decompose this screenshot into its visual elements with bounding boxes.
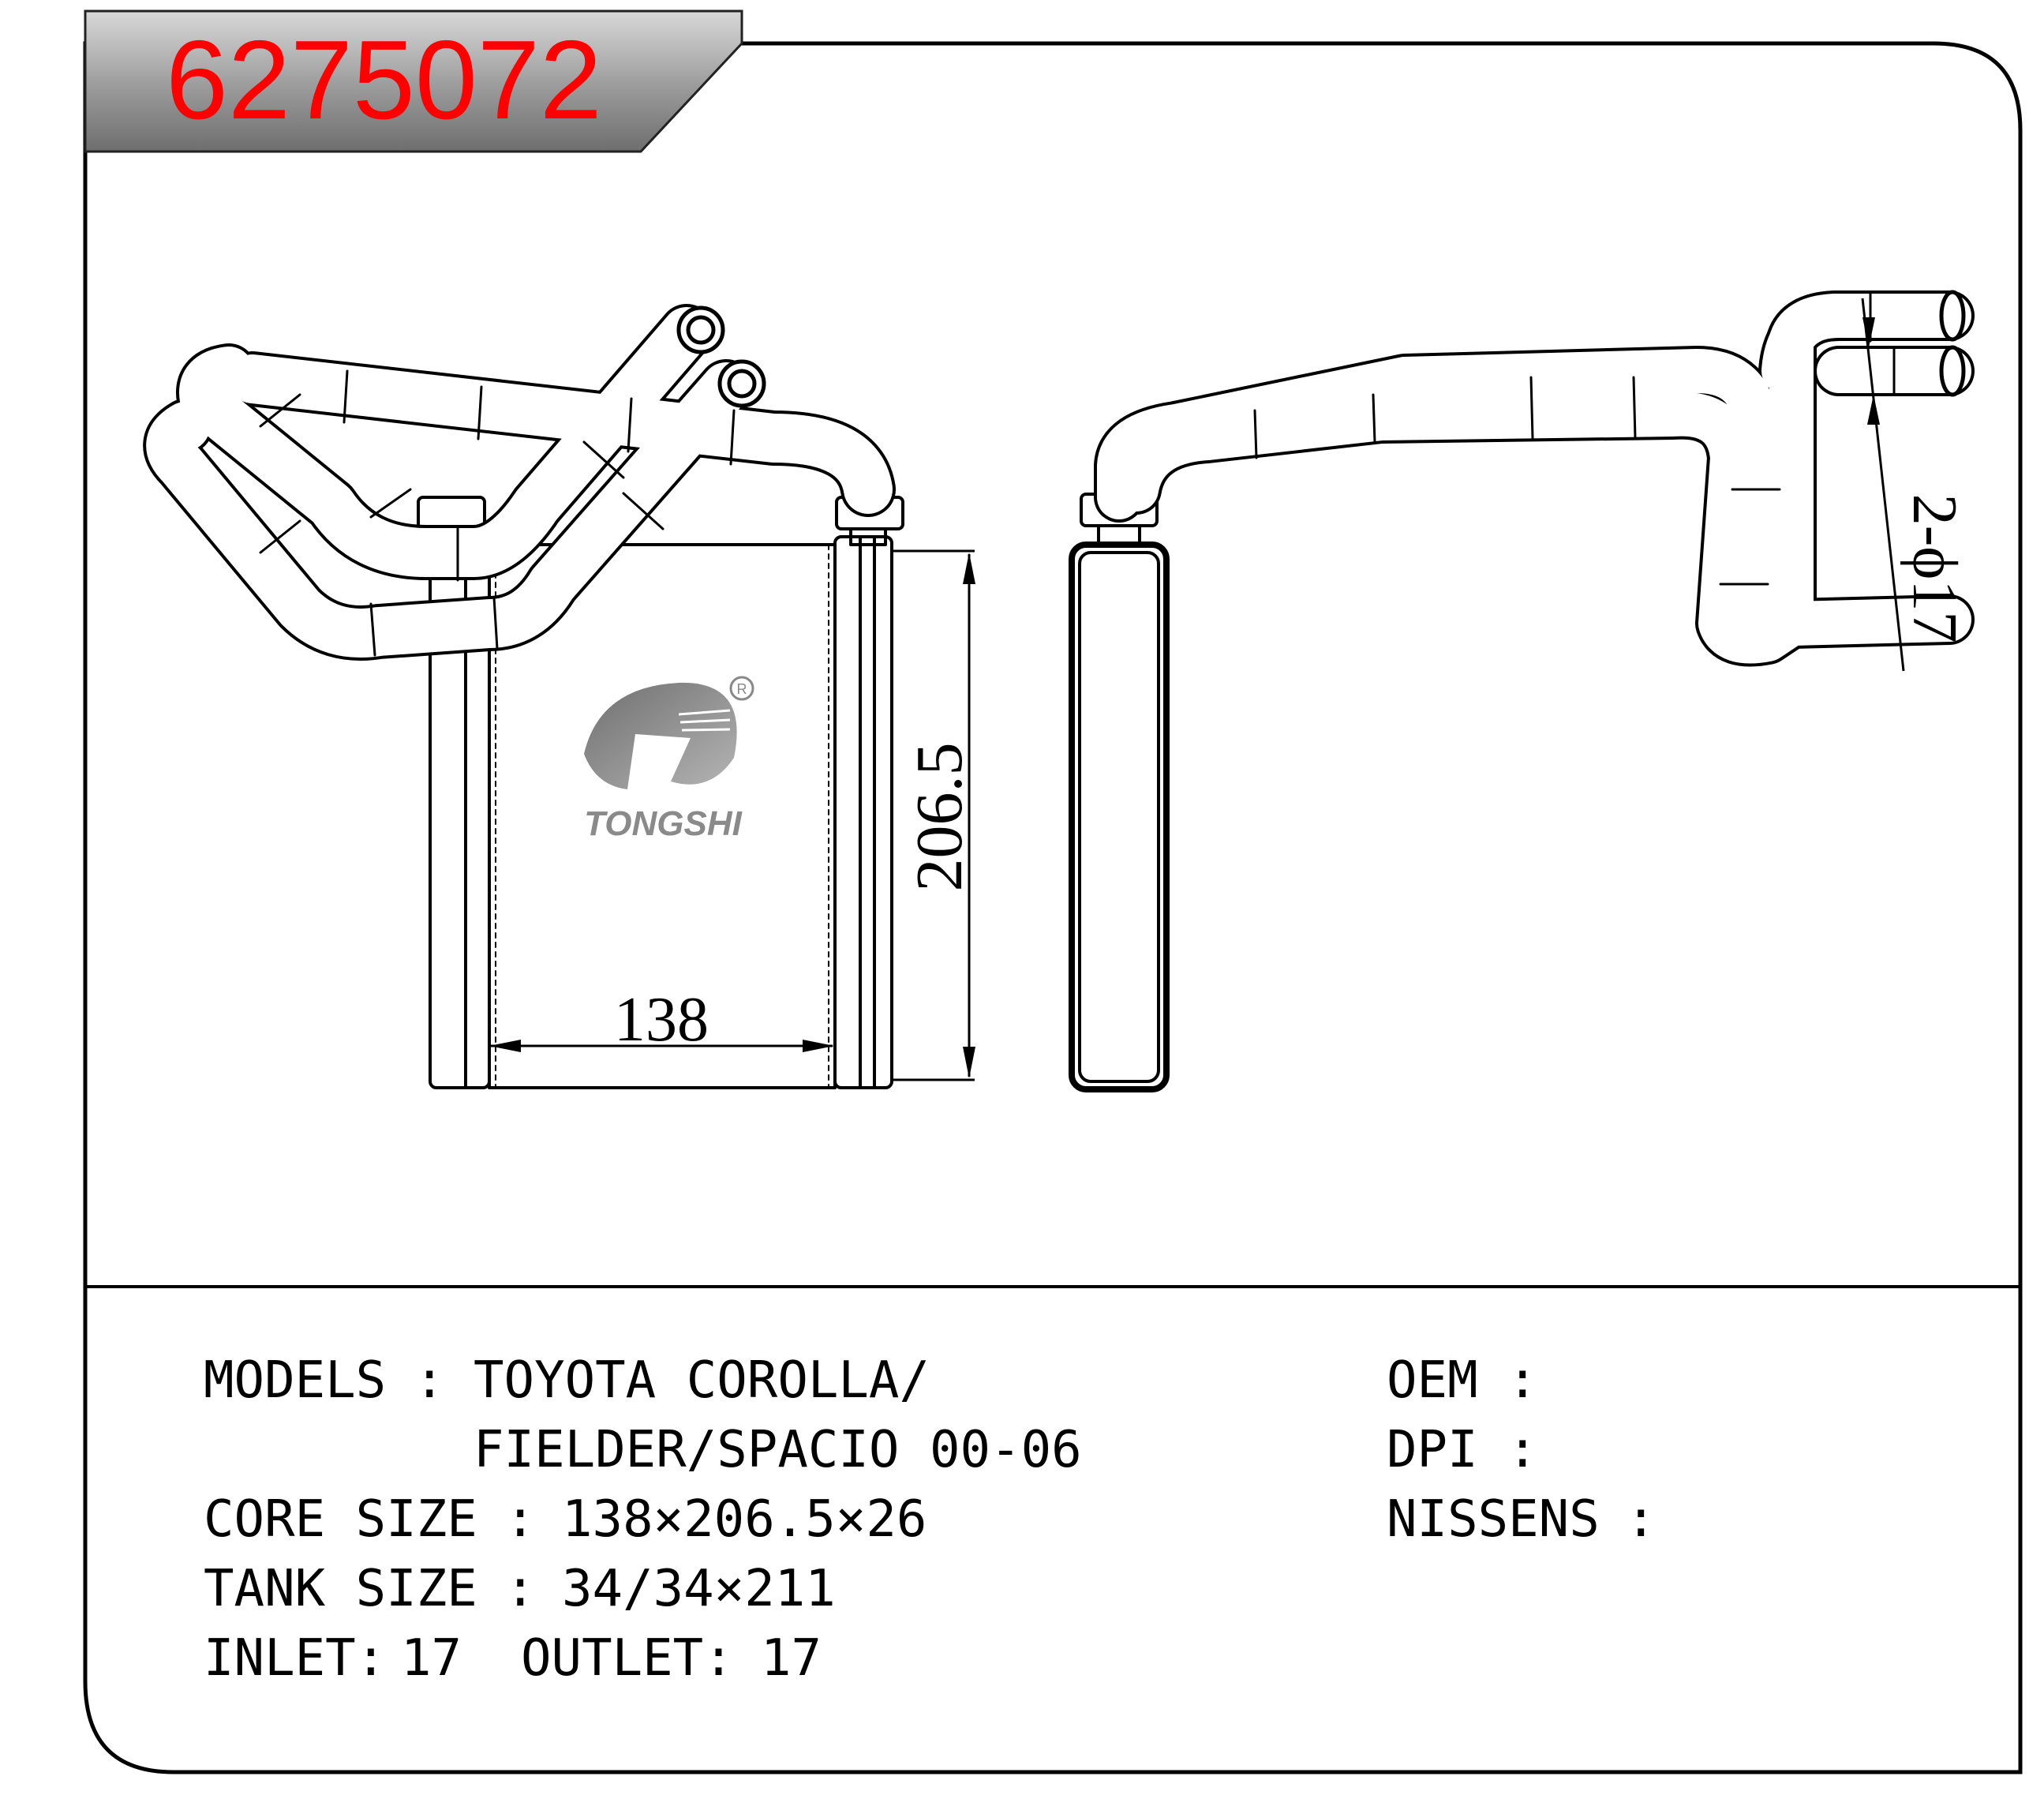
logo-brand: TONGSHI [584, 804, 742, 843]
oem-label: OEM [1387, 1351, 1478, 1410]
models-value-line1: TOYOTA COROLLA/ [474, 1351, 930, 1410]
inlet-label: INLET: [204, 1629, 387, 1688]
nissens-label: NISSENS [1387, 1490, 1600, 1549]
models-label: MODELS [204, 1351, 387, 1410]
dpi-label: DPI [1387, 1421, 1478, 1479]
part-number: 6275072 [166, 17, 602, 143]
dpi-separator: : [1507, 1421, 1538, 1479]
height-dimension-label: 206.5 [903, 743, 976, 892]
width-dimension-label: 138 [614, 985, 709, 1055]
core-size-separator: : [505, 1490, 536, 1549]
width-dimension [489, 1040, 834, 1052]
core-size-label: CORE SIZE [204, 1490, 477, 1549]
models-value-line2: FIELDER/SPACIO 00-06 [474, 1421, 1082, 1479]
side-pipe-ends [1939, 290, 1966, 397]
right-tank [833, 535, 893, 1089]
fitting-left [417, 496, 486, 530]
sheet-frame [83, 41, 2023, 1774]
tongshi-logo: R TONGSHI [584, 676, 754, 843]
tank-size-value: 34/34×211 [562, 1560, 836, 1618]
side-view [1069, 290, 1975, 1092]
part-number-banner [84, 9, 743, 153]
side-tank [1069, 541, 1170, 1092]
nissens-separator: : [1626, 1490, 1657, 1549]
registered-mark-icon [729, 676, 754, 701]
models-separator: : [414, 1351, 445, 1410]
outlet-label: OUTLET: [521, 1629, 734, 1688]
outlet-value: 17 [761, 1629, 822, 1688]
oem-separator: : [1507, 1351, 1538, 1410]
height-dimension [892, 549, 975, 1081]
inlet-value: 17 [401, 1629, 462, 1688]
logo-emblem [584, 682, 737, 789]
tank-size-label: TANK SIZE [204, 1560, 477, 1618]
pipe-diameter-label: 2-ϕ17 [1900, 494, 1969, 643]
front-pipe-ends [676, 305, 766, 408]
tank-size-separator: : [505, 1560, 536, 1618]
front-view [143, 304, 904, 1089]
core-size-value: 138×206.5×26 [562, 1490, 927, 1549]
registered-mark: R [737, 681, 747, 697]
pipe-diameter-dimension [1861, 298, 1905, 672]
